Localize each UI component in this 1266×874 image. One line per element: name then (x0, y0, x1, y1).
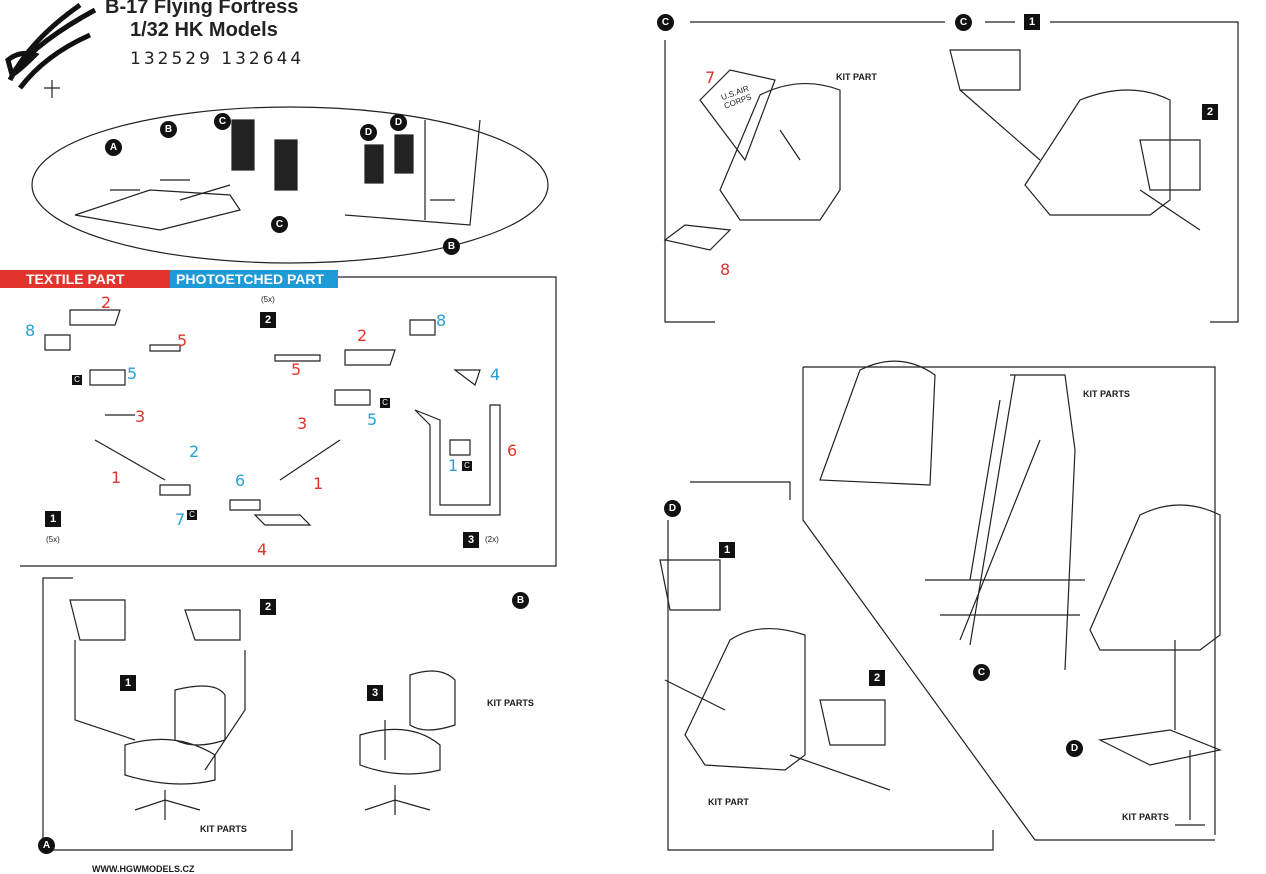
frame-c-stand (802, 366, 1216, 841)
kit-part-label: KIT PART (708, 797, 749, 807)
frame-d (667, 481, 994, 851)
overview-ellipse (31, 106, 549, 264)
marker-d: D (390, 114, 407, 131)
marker-c: C (973, 664, 990, 681)
step-box-1: 1 (1024, 14, 1040, 30)
step-box-3: 3 (463, 532, 479, 548)
marker-c: C (214, 113, 231, 130)
frame-a (42, 577, 293, 851)
multiplier: (2x) (485, 535, 499, 544)
pe-marker: C (187, 510, 197, 520)
part-label: 8 (436, 311, 447, 330)
part-label: 4 (490, 365, 501, 384)
kit-parts-label: KIT PARTS (200, 824, 247, 834)
part-label: 8 (720, 260, 731, 279)
kit-parts-label: KIT PARTS (1083, 389, 1130, 399)
step-box-2: 2 (1202, 104, 1218, 120)
marker-d: D (664, 500, 681, 517)
kit-part-label: KIT PART (836, 72, 877, 82)
marker-a: A (38, 837, 55, 854)
part-label: 1 (313, 474, 324, 493)
part-label: 5 (177, 331, 188, 350)
frame-c1 (664, 21, 945, 323)
sheet-title: B-17 Flying Fortress (105, 0, 299, 18)
multiplier: (5x) (261, 295, 275, 304)
part-label: 1 (111, 468, 122, 487)
legend-textile: TEXTILE PART (0, 270, 170, 288)
part-label: 2 (101, 293, 112, 312)
step-box-1: 1 (719, 542, 735, 558)
marker-b: B (512, 592, 529, 609)
part-label: 5 (127, 364, 138, 383)
marker-c: C (657, 14, 674, 31)
pe-marker: C (462, 461, 472, 471)
part-label: 6 (235, 471, 246, 490)
multiplier: (5x) (46, 535, 60, 544)
part-label: 5 (367, 410, 378, 429)
marker-d: D (360, 124, 377, 141)
part-label: 8 (25, 321, 36, 340)
part-label: 2 (357, 326, 368, 345)
part-label: 3 (135, 407, 146, 426)
marker-c: C (955, 14, 972, 31)
part-label: 1 (448, 456, 459, 475)
website-url: WWW.HGWMODELS.CZ (92, 864, 195, 874)
sheet-subtitle: 1/32 HK Models (130, 19, 278, 41)
product-codes: 132529 132644 (130, 49, 305, 69)
marker-c: C (271, 216, 288, 233)
step-box-1: 1 (45, 511, 61, 527)
part-label: 6 (507, 441, 518, 460)
marker-a: A (105, 139, 122, 156)
part-label: 3 (297, 414, 308, 433)
part-label: 7 (705, 68, 716, 87)
step-box-2: 2 (869, 670, 885, 686)
pe-frame (20, 276, 557, 567)
marker-d: D (1066, 740, 1083, 757)
part-label: 7 (175, 510, 186, 529)
step-box-1: 1 (120, 675, 136, 691)
step-box-2: 2 (260, 599, 276, 615)
part-label: 2 (189, 442, 200, 461)
eagle-logo (5, 2, 97, 98)
step-box-3: 3 (367, 685, 383, 701)
part-label: 4 (257, 540, 268, 559)
frame-c2 (985, 21, 1239, 323)
marker-b: B (443, 238, 460, 255)
marker-b: B (160, 121, 177, 138)
legend-photoetched: PHOTOETCHED PART (170, 270, 338, 288)
step-box-2: 2 (260, 312, 276, 328)
part-label: 5 (291, 360, 302, 379)
kit-parts-label: KIT PARTS (1122, 812, 1169, 822)
pe-marker: C (72, 375, 82, 385)
kit-parts-label: KIT PARTS (487, 698, 534, 708)
pe-marker: C (380, 398, 390, 408)
